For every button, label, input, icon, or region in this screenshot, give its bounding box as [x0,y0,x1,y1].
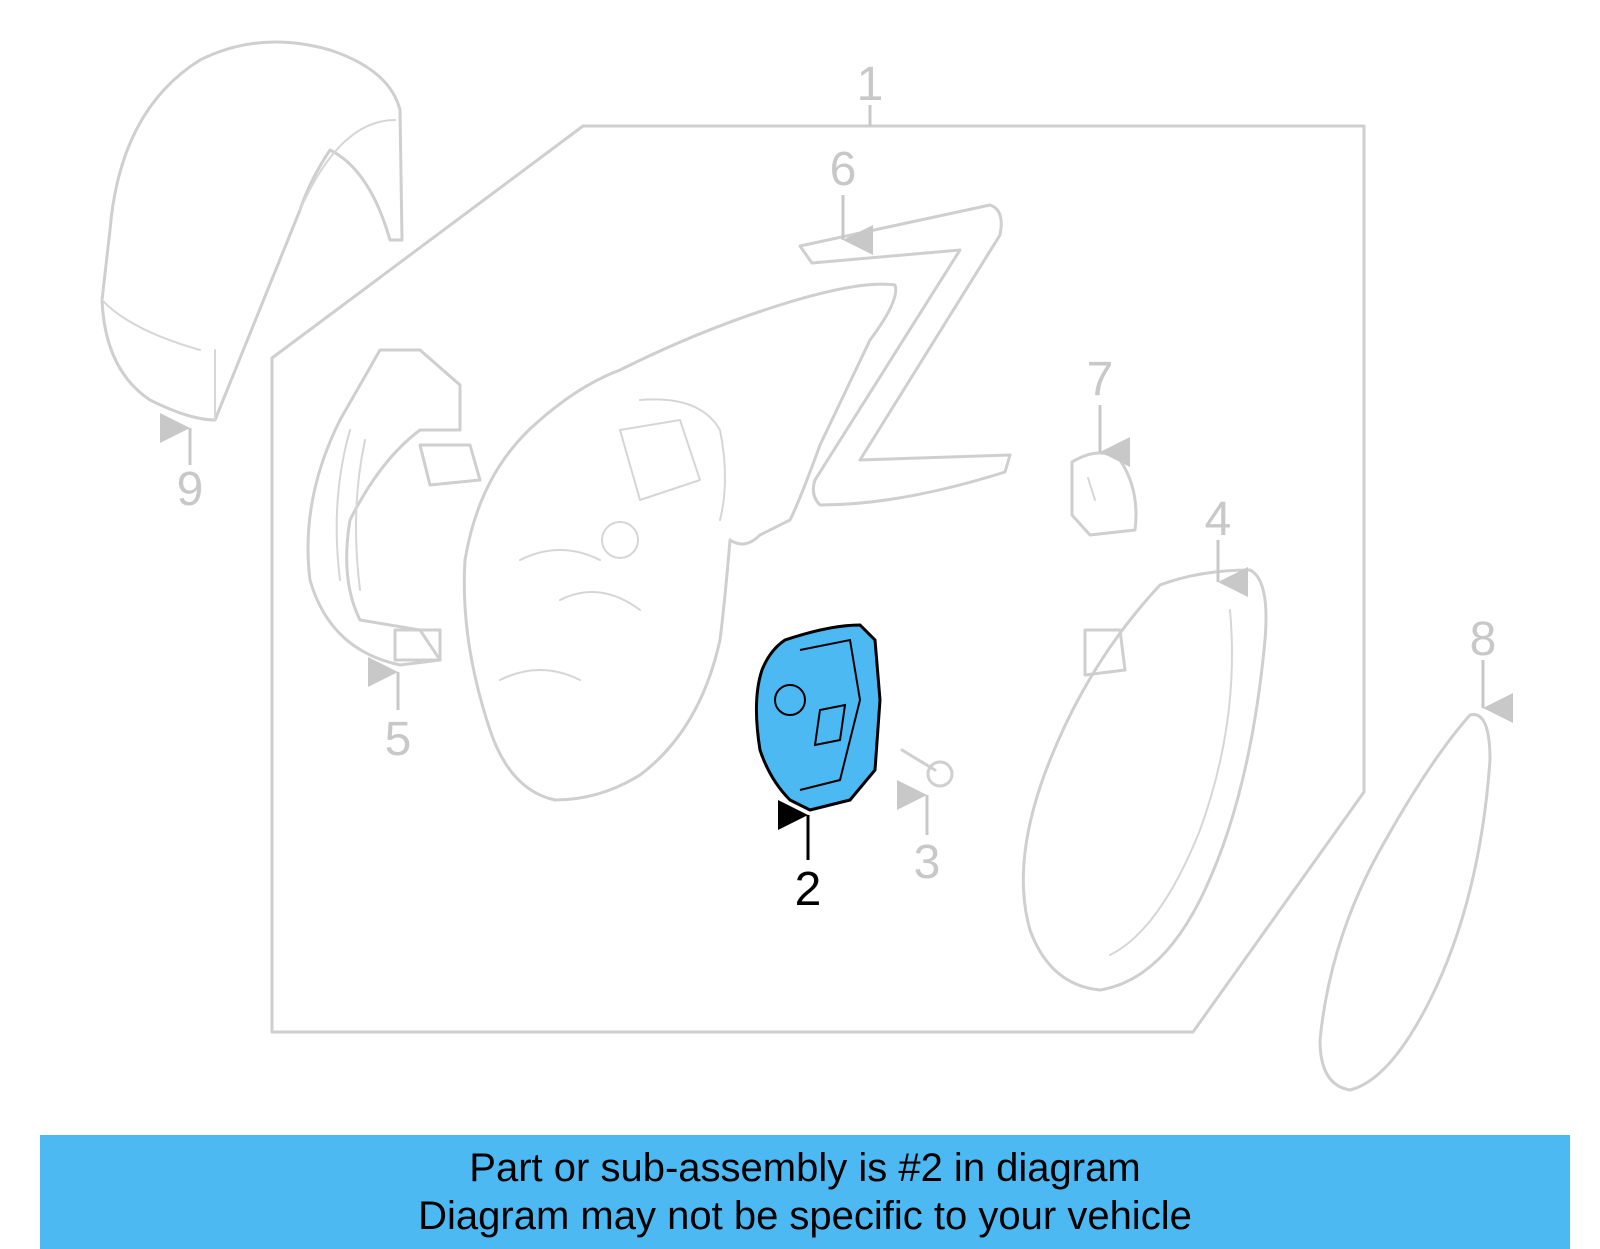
callout-6: 6 [830,143,857,196]
part-8-mirror-glass [1318,713,1492,1092]
callout-7: 7 [1087,353,1114,406]
banner-line-1: Part or sub-assembly is #2 in diagram [469,1146,1141,1190]
part-9-mirror-cover [100,40,404,422]
part-2-mirror-actuator[interactable] [754,623,882,812]
callout-8: 8 [1470,613,1497,666]
callout-5: 5 [385,713,412,766]
info-banner: Part or sub-assembly is #2 in diagram Di… [40,1135,1570,1249]
part-3-screw [900,748,954,788]
callout-4: 4 [1205,493,1232,546]
part-6-gasket [798,203,1012,507]
part-5-signal-lamp [306,348,482,667]
mirror-housing [462,282,898,802]
part-7-clip [1070,451,1138,537]
callout-9: 9 [177,463,204,516]
callout-3: 3 [914,836,941,889]
banner-line-2: Diagram may not be specific to your vehi… [418,1194,1192,1238]
part-4-mirror-holder [1021,568,1268,992]
callout-2: 2 [795,863,822,916]
assembly-outline [270,124,1366,1034]
callout-1: 1 [857,58,884,111]
